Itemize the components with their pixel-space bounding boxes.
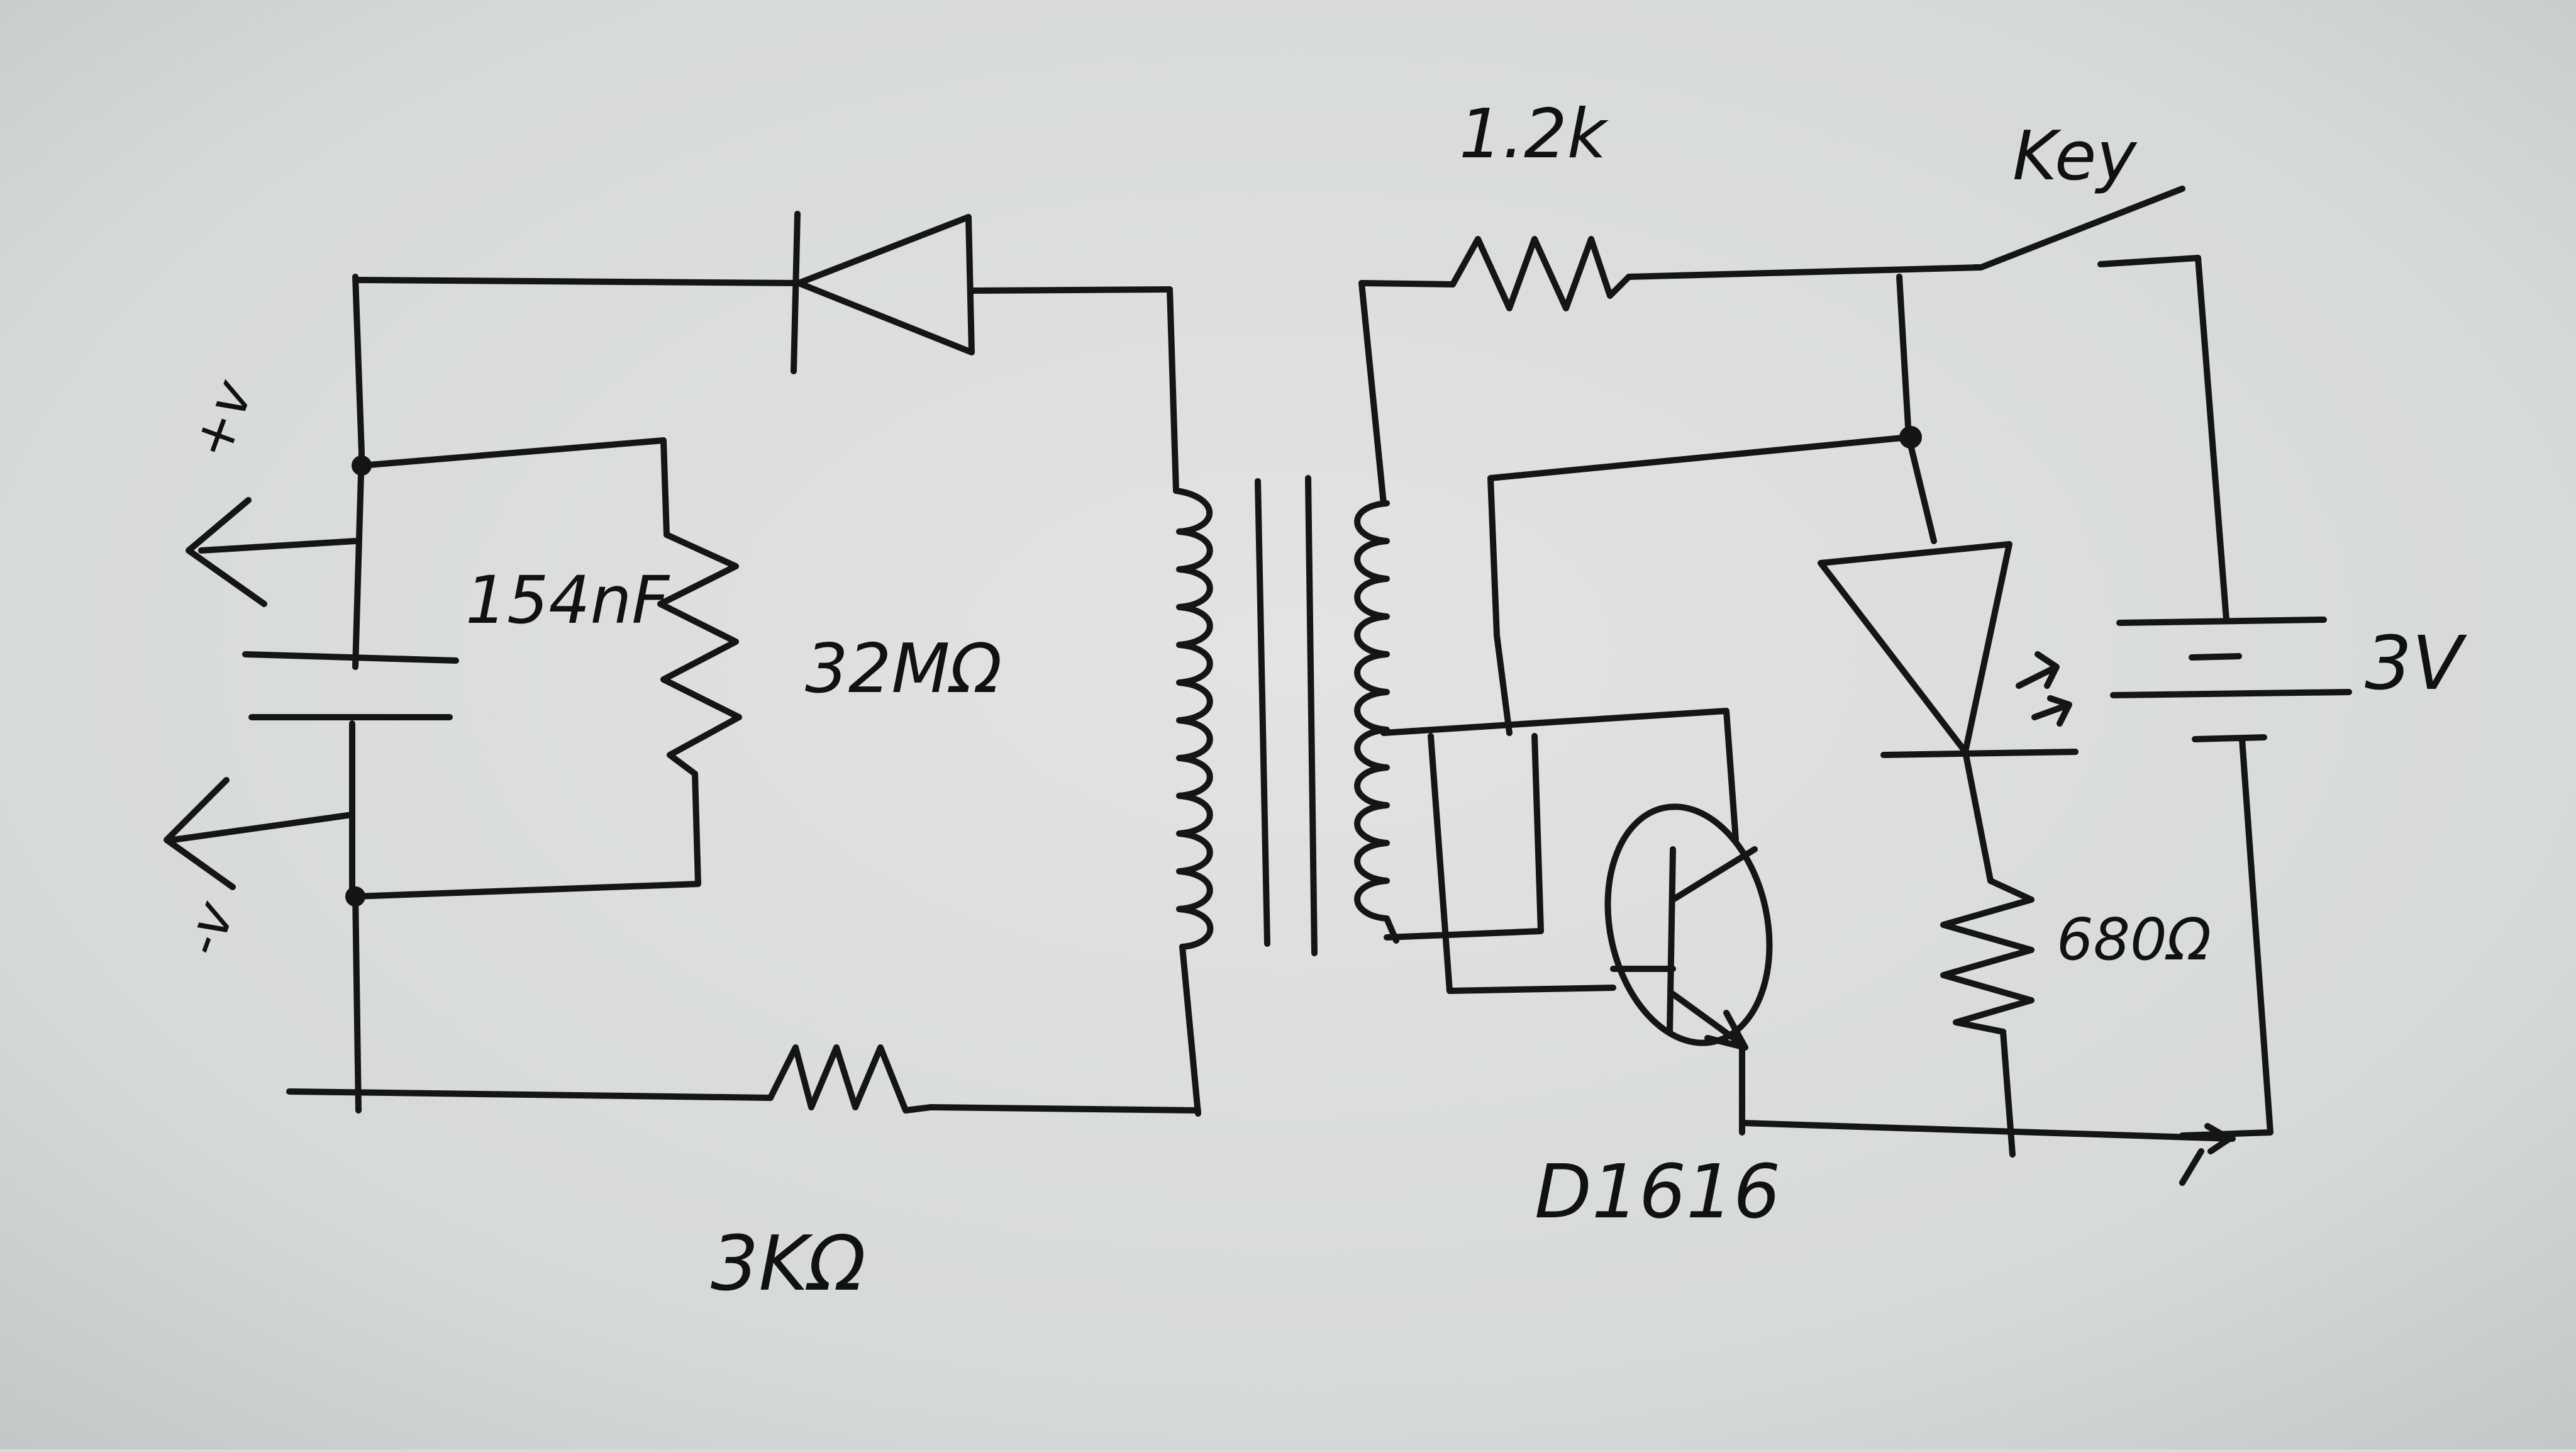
- battery-3v: [2110, 617, 2352, 742]
- label-resistor-32m: 32MΩ: [805, 630, 1002, 708]
- wire-left-right-upper: [1167, 286, 1179, 494]
- junction-right: [1899, 426, 1922, 449]
- resistor-1-2k: [1450, 236, 1632, 311]
- capacitor-154nf: [242, 651, 459, 720]
- wire-left-bottom: [286, 890, 1201, 1114]
- diode: [791, 211, 975, 374]
- transformer-secondary-coil: [1354, 500, 1399, 944]
- led: [1818, 541, 2079, 758]
- key-switch: [1972, 186, 2201, 271]
- label-key: Key: [2012, 117, 2138, 196]
- label-resistor-1-2k: 1.2k: [1459, 95, 1609, 174]
- wire-inner-branch: [352, 437, 701, 900]
- wire-right-top: [1358, 264, 1984, 288]
- wire-feedback: [1384, 434, 1912, 941]
- wire-coil-tap-lower: [1428, 733, 1616, 994]
- transformer-primary-coil: [1173, 488, 1214, 950]
- output-arrow-minus: [164, 777, 355, 890]
- transformer-core: [1255, 475, 1318, 956]
- label-transistor: D1616: [1535, 1148, 1780, 1235]
- resistor-3k: [767, 1044, 934, 1114]
- wire-left-vertical: [349, 450, 365, 896]
- transistor-d1616: [1604, 803, 1773, 1136]
- wire-secondary-top: [1358, 280, 1387, 506]
- wire-battery-bottom: [2179, 736, 2273, 1139]
- wire-coil-tap-upper: [1380, 708, 1739, 843]
- label-capacitor: 154nF: [465, 562, 670, 639]
- wire-680-upper: [1962, 749, 1994, 884]
- wire-left-right-lower: [1179, 944, 1201, 1117]
- wire-right-bottom: [1739, 1120, 2236, 1186]
- label-resistor-3k: 3KΩ: [711, 1220, 866, 1308]
- resistor-680: [1940, 878, 2035, 1035]
- resistor-32m: [657, 532, 742, 777]
- label-battery: 3V: [2365, 620, 2467, 706]
- label-resistor-680: 680Ω: [2057, 906, 2211, 973]
- output-arrow-plus: [186, 497, 358, 607]
- wire-left-top: [352, 274, 1173, 456]
- wire-battery-top: [2195, 255, 2229, 623]
